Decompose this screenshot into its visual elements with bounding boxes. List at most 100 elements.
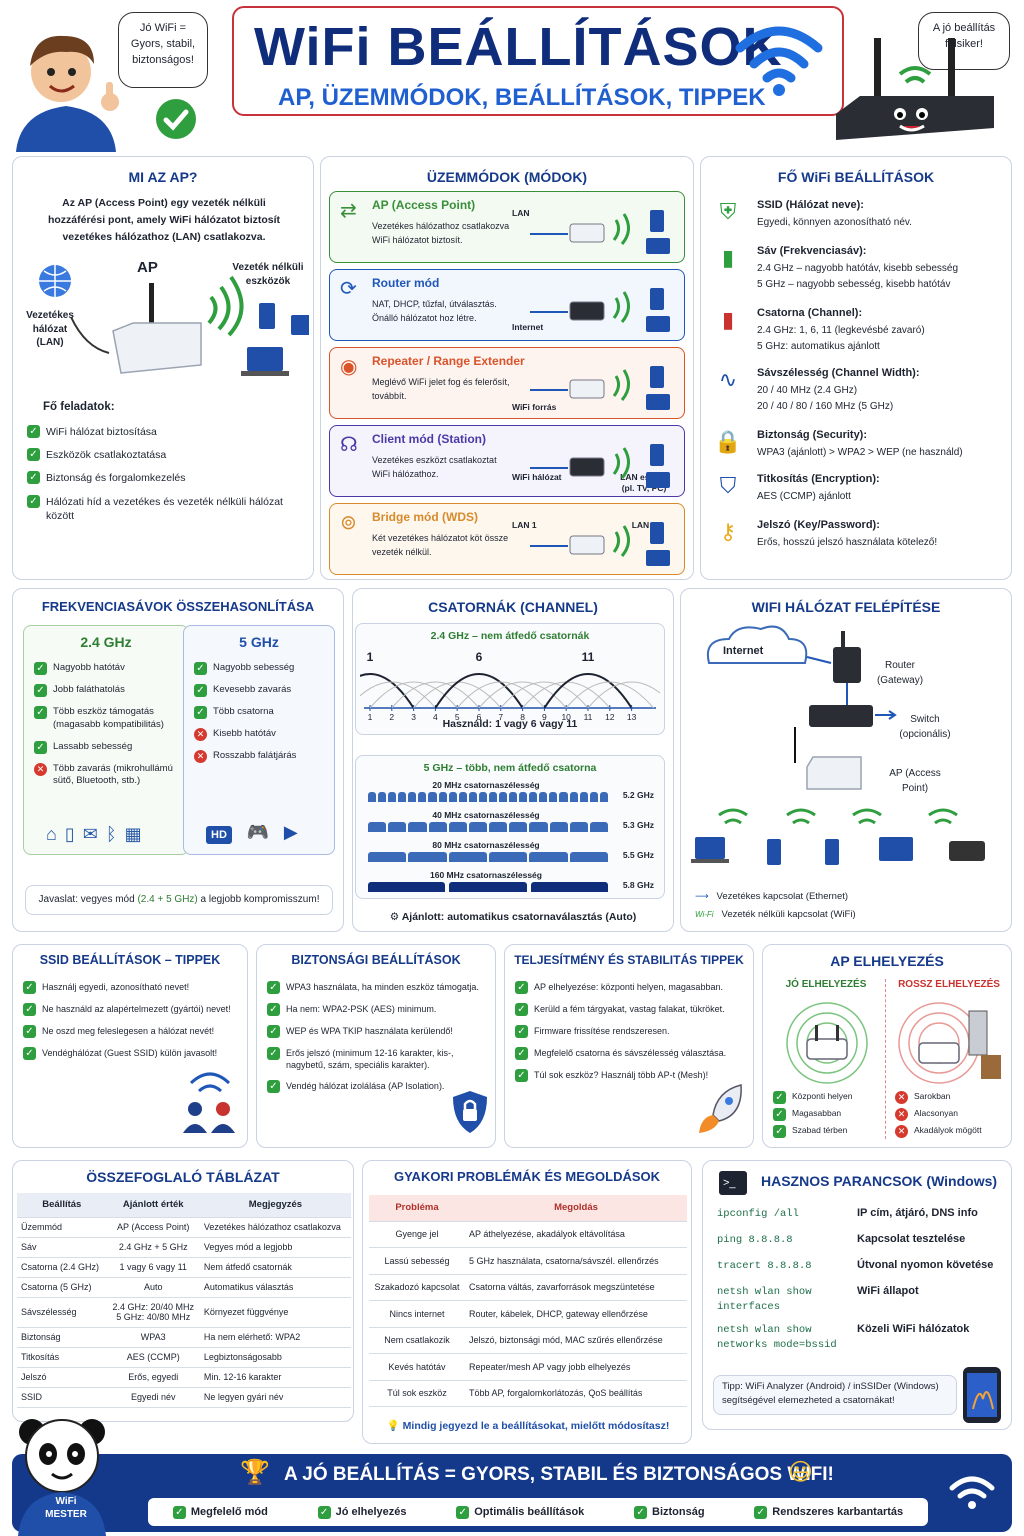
table-cell: Csatorna (5 GHz) (17, 1277, 107, 1298)
ap-diagram-icon (39, 265, 309, 376)
bad-placement-list: ✕Sarokban✕Alacsonyan✕Akadályok mögött (895, 1091, 1007, 1142)
list-item-text: Magasabban (792, 1108, 842, 1118)
table-cell: Kevés hatótáv (369, 1353, 465, 1381)
check-icon: ✓ (34, 706, 47, 719)
table-cell: Gyenge jel (369, 1221, 465, 1248)
check-icon: ✓ (515, 1047, 528, 1060)
terminal-icon: >_ (719, 1171, 747, 1195)
check-icon: ✓ (515, 1003, 528, 1016)
note-text: Mindig jegyezd le a beállításokat, mielő… (402, 1420, 670, 1432)
green-check-icon (156, 99, 196, 139)
width-segment (489, 822, 508, 832)
width-segment (488, 852, 528, 862)
table-cell: Üzemmód (17, 1217, 107, 1238)
channel-curve (456, 681, 545, 709)
list-item-text: Erős jelszó (minimum 12-16 karakter, kis… (286, 1048, 454, 1071)
mode-card: ☊Client mód (Station)Vezetékes eszközt c… (329, 425, 685, 497)
channel-curve (360, 673, 415, 709)
channels-recommendation: ⚙ Ajánlott: automatikus csatornaválasztá… (353, 911, 673, 923)
play-icon: ▶ (283, 822, 298, 842)
check-icon: ✓ (515, 981, 528, 994)
list-item-text: Több zavarás (mikrohullámú sütő, Bluetoo… (53, 762, 173, 787)
command-desc: Kapcsolat tesztelése (857, 1233, 966, 1245)
cross-icon: ✕ (895, 1125, 908, 1138)
width-label: 80 MHz csatornaszélesség (432, 840, 540, 850)
ssid-title: SSID BEÁLLÍTÁSOK – TIPPEK (39, 953, 221, 967)
setting-desc-line: AES (CCMP) ajánlott (757, 491, 851, 502)
check-icon: ✓ (34, 662, 47, 675)
wave-icon: ∿ (718, 367, 738, 392)
setting-desc-line: WPA3 (ajánlott) > WPA2 > WEP (ne használ… (757, 447, 963, 458)
table-cell: Repeater/mesh AP vagy jobb elhelyezés (465, 1353, 687, 1381)
table-cell: Titkosítás (17, 1347, 107, 1368)
list-item: ✓Magasabban (773, 1108, 885, 1121)
width-segment (549, 822, 568, 832)
perf-list: ✓AP elhelyezése: központi helyen, magasa… (515, 981, 751, 1091)
check-icon: ✓ (23, 1047, 36, 1060)
channel-tick-label: 12 (605, 712, 615, 722)
check-icon: ✓ (267, 981, 280, 994)
setting-desc: 2.4 GHz: 1, 6, 11 (legkevésbé zavaró)5 G… (757, 323, 925, 355)
width-segment (388, 792, 397, 802)
width-bar (368, 792, 608, 802)
table-cell: AES (CCMP) (106, 1347, 200, 1368)
setting-desc-line: 20 / 40 / 80 / 160 MHz (5 GHz) (757, 401, 894, 412)
table-cell: 5 GHz használata, csatorna/sávszél. elle… (465, 1247, 687, 1275)
mode-diagram-icon (530, 522, 670, 566)
table-cell: Min. 12-16 karakter (199, 1367, 351, 1388)
setting-desc-line: Erős, hosszú jelszó használata kötelező! (757, 537, 938, 548)
channel-tick-label: 2 (389, 712, 395, 722)
width-segment (569, 792, 578, 802)
panel-problems: GYAKORI PROBLÉMÁK ÉS MEGOLDÁSOK Probléma… (362, 1160, 692, 1444)
mode-desc: Vezetékes eszközt csatlakoztat WiFi háló… (372, 455, 497, 479)
cross-icon: ✕ (895, 1091, 908, 1104)
command-desc: WiFi állapot (857, 1285, 919, 1297)
table-cell: WPA3 (106, 1327, 200, 1348)
mode-icon: ◉ (340, 356, 358, 378)
footer-wifi-icon (949, 1476, 995, 1509)
mode-name: Client mód (Station) (372, 432, 486, 446)
width-band: 5.2 GHz (622, 790, 654, 800)
check-icon: ✓ (456, 1505, 470, 1519)
mode-name: Repeater / Range Extender (372, 354, 525, 368)
panel-network-build: WIFI HÁLÓZAT FELÉPÍTÉSE Internet Router … (680, 588, 1012, 932)
check-icon: ✓ (27, 494, 40, 508)
check-icon: ✓ (27, 425, 40, 438)
build-title: WIFI HÁLÓZAT FELÉPÍTÉSE (751, 599, 941, 615)
task-text: Biztonság és forgalomkezelés (46, 472, 186, 485)
table-cell: SSID (17, 1387, 107, 1408)
list-item: ✓Használj egyedi, azonosítható nevet! (23, 981, 243, 994)
lock-icon: 🔒 (714, 429, 742, 454)
list-item-text: Vendéghálózat (Guest SSID) külön javasol… (42, 1048, 218, 1058)
list-item: ✓Központi helyen (773, 1091, 885, 1104)
task-text: WiFi hálózat biztosítása (46, 426, 157, 438)
panel-security: BIZTONSÁGI BEÁLLÍTÁSOK ✓WPA3 használata,… (256, 944, 496, 1148)
wifi-icon (735, 26, 823, 96)
speech-bubble-left: Jó WiFi = Gyors, stabil, biztonságos! (118, 12, 208, 88)
band-24-list: ✓Nagyobb hatótáv✓Jobb faláthatolás✓Több … (34, 662, 184, 797)
router-label: Router (Gateway) (876, 660, 924, 686)
chip-label: Jó elhelyezés (335, 1506, 407, 1518)
list-item: ✓Firmware frissítése rendszeresen. (515, 1025, 751, 1038)
band-24-column: 2.4 GHz ✓Nagyobb hatótáv✓Jobb faláthatol… (23, 625, 189, 855)
width-segment (408, 822, 427, 832)
band-24-icons: ⌂▯✉ᛒ▦ (46, 824, 150, 844)
table-cell: AP áthelyezése, akadályok eltávolítása (465, 1221, 687, 1248)
mode-tag: LAN eszköz (pl. TV, PC) (620, 472, 668, 494)
width-segment (418, 792, 427, 802)
bad-placement-icon (898, 1002, 1001, 1084)
mode-diagram-icon (530, 366, 670, 410)
table-cell: Erős, egyedi (106, 1367, 200, 1388)
table-cell: Vegyes mód a legjobb (199, 1237, 351, 1258)
width-segment (529, 852, 568, 862)
check-icon: ✓ (267, 1025, 280, 1038)
channel-tick-label: 13 (626, 712, 637, 722)
check-icon: ✓ (23, 1003, 36, 1016)
mode-desc: Meglévő WiFi jelet fog és felerősít, tov… (372, 377, 510, 401)
setting-name: Biztonság (Security): (757, 429, 868, 441)
list-item: ✓Erős jelszó (minimum 12-16 karakter, ki… (267, 1047, 491, 1071)
